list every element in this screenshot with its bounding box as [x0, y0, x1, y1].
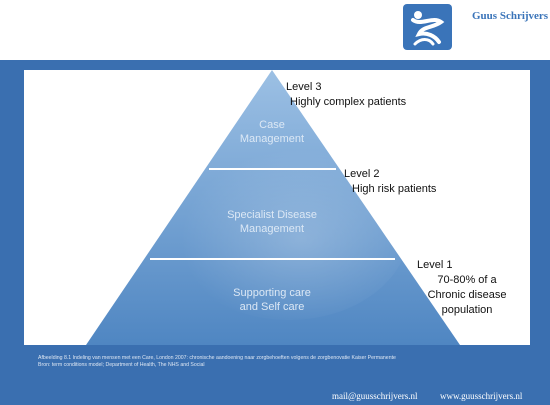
tier-label: Case — [259, 119, 285, 131]
logo — [403, 4, 452, 50]
tier-label: Supporting care — [233, 287, 311, 299]
level-1-label: Level 1 70-80% of a Chronic disease popu… — [417, 258, 517, 318]
caption-line: Bron: term conditions model; Department … — [38, 362, 205, 368]
level-description: population — [441, 304, 493, 316]
stylized-figure-icon — [411, 11, 445, 46]
pyramid-panel: Case Management Specialist Disease Manag… — [24, 70, 530, 345]
level-title: Level 1 — [417, 259, 453, 271]
level-description: Chronic disease — [427, 289, 507, 301]
level-title: Level 3 — [286, 81, 322, 93]
pyramid-graphic — [86, 70, 460, 345]
level-2-label: Level 2 High risk patients — [344, 167, 436, 197]
tier-specialist-disease-management: Specialist Disease Management — [187, 208, 357, 236]
footer-email-link[interactable]: mail@guusschrijvers.nl — [332, 391, 418, 401]
level-description: High risk patients — [352, 183, 437, 195]
level-description: Highly complex patients — [290, 96, 407, 108]
tier-supporting-care: Supporting care and Self care — [184, 286, 360, 314]
caption-line: Afbeelding 8.1 Indeling van mensen met e… — [38, 355, 396, 361]
tier-label: and Self care — [239, 301, 305, 313]
tier-case-management: Case Management — [212, 118, 332, 146]
level-title: Level 2 — [344, 168, 380, 180]
brand-name: Guus Schrijvers — [472, 10, 549, 22]
level-3-label: Level 3 Highly complex patients — [286, 80, 406, 110]
tier-label: Specialist Disease — [227, 209, 317, 221]
tier-label: Management — [239, 133, 305, 145]
figure-caption: Afbeelding 8.1 Indeling van mensen met e… — [38, 355, 508, 369]
level-description: 70-80% of a — [437, 274, 497, 286]
tier-label: Management — [239, 223, 305, 235]
footer-website-link[interactable]: www.guusschrijvers.nl — [440, 391, 523, 401]
